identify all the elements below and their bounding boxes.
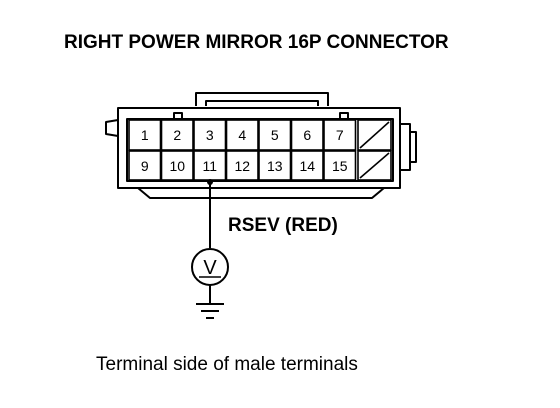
pin-cavity-5	[258, 119, 292, 151]
pin-cavity-3	[193, 119, 227, 151]
pin-number-6: 6	[303, 127, 311, 143]
connector-housing	[105, 92, 417, 199]
pin-number-10: 10	[169, 158, 185, 174]
top-pin-row: 1 2 3 4 5 6 7	[128, 119, 357, 151]
probe-contact-dot	[207, 179, 213, 185]
pin-number-4: 4	[238, 127, 246, 143]
pin-number-14: 14	[299, 158, 315, 174]
ground-icon	[196, 303, 224, 319]
probe-label: RSEV (RED)	[228, 215, 338, 236]
housing-outline	[117, 107, 401, 189]
diagram-title: RIGHT POWER MIRROR 16P CONNECTOR	[64, 32, 449, 53]
inner-cavity	[126, 118, 394, 182]
diagram-caption: Terminal side of male terminals	[96, 354, 358, 375]
pin-number-7: 7	[336, 127, 344, 143]
pin-cavity-7	[323, 119, 357, 151]
housing-skirt	[137, 187, 385, 199]
pin-cavity-12	[225, 150, 259, 181]
right-latch-inner	[410, 131, 417, 163]
lock-tab	[195, 92, 329, 106]
pin-number-2: 2	[173, 127, 181, 143]
pin-number-12: 12	[234, 158, 250, 174]
pin-cavity-15	[323, 150, 357, 181]
pin-number-9: 9	[141, 158, 149, 174]
pin-cavity-9	[128, 150, 162, 181]
voltmeter-symbol: V	[203, 257, 217, 279]
left-clip	[105, 119, 119, 137]
bottom-pin-row: 9 10 11 12 13 14 15	[128, 150, 357, 181]
pin-cavity-6	[290, 119, 324, 151]
pin-cavity-11	[193, 150, 227, 181]
pin-cavity-4	[225, 119, 259, 151]
pin-number-1: 1	[141, 127, 149, 143]
pin-cavity-13	[258, 150, 292, 181]
blocked-cavity	[357, 119, 392, 181]
pin-cavity-10	[160, 150, 194, 181]
pin-cavity-2	[160, 119, 194, 151]
voltmeter: V	[191, 248, 229, 286]
right-latch	[400, 123, 411, 171]
pin-number-15: 15	[332, 158, 348, 174]
pin-number-3: 3	[206, 127, 214, 143]
lock-tab-inner	[205, 100, 319, 106]
pin-cavity-1	[128, 119, 162, 151]
pin-number-5: 5	[271, 127, 279, 143]
pin-cavity-14	[290, 150, 324, 181]
pin-number-13: 13	[267, 158, 283, 174]
pin-number-11: 11	[202, 158, 217, 174]
